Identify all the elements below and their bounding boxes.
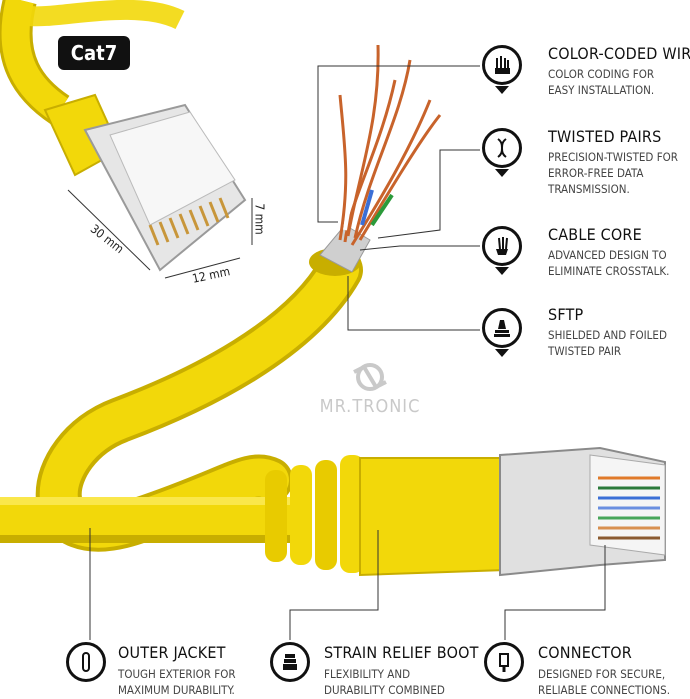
feature-desc-line: TRANSMISSION. [548, 182, 630, 196]
feature-desc-line: DURABILITY COMBINED [324, 683, 445, 697]
top-connector-pins [148, 197, 230, 246]
shield-foil-icon [482, 308, 522, 348]
feature-desc-line: TWISTED PAIR [548, 344, 622, 358]
feature-title: COLOR-CODED WIRES [548, 44, 690, 63]
feature-title: CABLE CORE [548, 225, 642, 244]
globe-logo-icon [353, 363, 387, 391]
feature-title: OUTER JACKET [118, 643, 226, 662]
dimension-height: 7 mm [252, 203, 267, 235]
feature-desc-line: MAXIMUM DURABILITY. [118, 683, 235, 697]
wires-icon [482, 45, 522, 85]
jacket-icon [66, 642, 106, 682]
feature-desc-line: TOUGH EXTERIOR FOR [118, 667, 236, 681]
callout-lines [89, 65, 606, 640]
feature-title: CONNECTOR [538, 643, 632, 662]
brand-name: MR.TRONIC [319, 396, 421, 417]
feature-title: SFTP [548, 305, 584, 324]
boot-icon [270, 642, 310, 682]
feature-title: TWISTED PAIRS [548, 127, 662, 146]
feature-title: STRAIN RELIEF BOOT [324, 643, 479, 662]
feature-desc-line: ADVANCED DESIGN TO [548, 248, 667, 262]
twisted-pair-icon [482, 128, 522, 168]
feature-desc-line: EASY INSTALLATION. [548, 83, 655, 97]
feature-desc-line: FLEXIBILITY AND [324, 667, 411, 681]
feature-desc-line: PRECISION-TWISTED FOR [548, 150, 678, 164]
brand-logo: MR.TRONIC [315, 362, 425, 417]
cable-core-icon [482, 226, 522, 266]
stripped-wires [309, 44, 442, 276]
feature-desc-line: DESIGNED FOR SECURE, [538, 667, 666, 681]
bottom-connector [499, 446, 666, 577]
feature-desc-line: RELIABLE CONNECTIONS. [538, 683, 670, 697]
feature-desc-line: COLOR CODING FOR [548, 67, 655, 81]
feature-desc-line: ERROR-FREE DATA [548, 166, 644, 180]
bottom-boot [265, 455, 507, 577]
category-badge: Cat7 [58, 36, 130, 70]
feature-desc-line: ELIMINATE CROSSTALK. [548, 264, 670, 278]
connector-icon [484, 642, 524, 682]
feature-desc-line: SHIELDED AND FOILED [548, 328, 667, 342]
